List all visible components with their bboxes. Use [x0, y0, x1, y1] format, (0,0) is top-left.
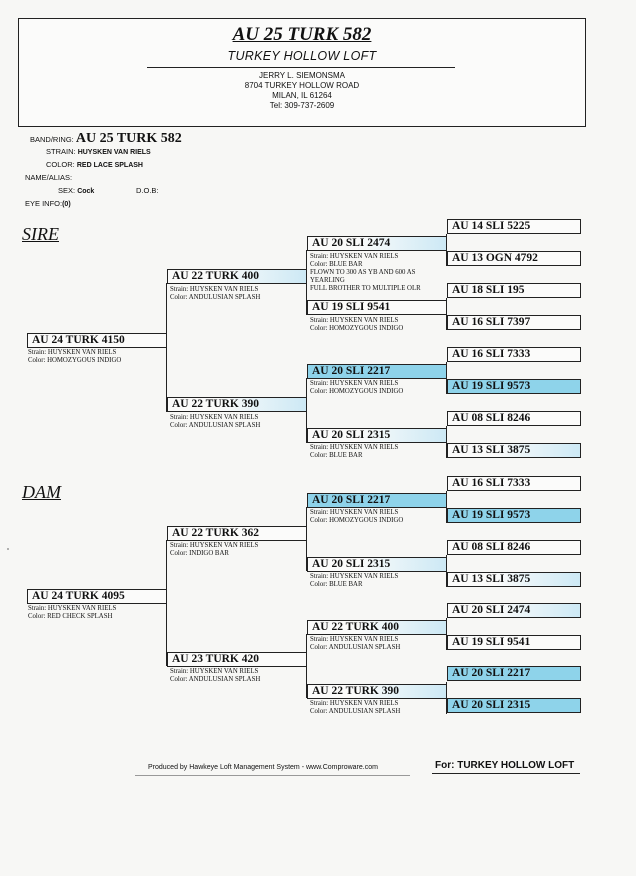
- dam-gg-3[interactable]: AU 08 SLI 8246: [447, 540, 581, 555]
- dam-color: Color: RED CHECK SPLASH: [28, 613, 113, 620]
- dob-label: D.O.B:: [136, 186, 159, 195]
- sire-g1-note-2: YEARLING: [310, 277, 345, 284]
- owner-phone: Tel: 309-737-2609: [269, 101, 335, 110]
- dam-p1-band[interactable]: AU 22 TURK 362: [167, 526, 307, 541]
- sire-g2-color: Color: HOMOZYGOUS INDIGO: [310, 325, 404, 332]
- prepared-for-rule: [432, 773, 580, 775]
- dam-g1-strain: Strain: HUYSKEN VAN RIELS: [310, 509, 399, 516]
- sire-band[interactable]: AU 24 TURK 4150: [27, 333, 167, 348]
- strain-label: STRAIN:: [46, 147, 76, 156]
- sire-strain: Strain: HUYSKEN VAN RIELS: [28, 349, 117, 356]
- owner-street: 8704 TURKEY HOLLOW ROAD: [244, 81, 360, 90]
- sex-value: Cock: [77, 188, 95, 195]
- sire-g1-band[interactable]: AU 20 SLI 2474: [307, 236, 447, 251]
- sire-gg-5[interactable]: AU 16 SLI 7333: [447, 347, 581, 362]
- sire-gg-1[interactable]: AU 14 SLI 5225: [447, 219, 581, 234]
- sire-g3-band[interactable]: AU 20 SLI 2217: [307, 364, 447, 379]
- eye-row: EYE INFO:(0): [25, 199, 71, 208]
- loft-name: TURKEY HOLLOW LOFT: [227, 49, 377, 63]
- pedigree-title: AU 25 TURK 582: [232, 24, 372, 45]
- dam-heading: DAM: [22, 482, 61, 502]
- sire-g4-color: Color: BLUE BAR: [310, 452, 363, 459]
- sire-p1-strain: Strain: HUYSKEN VAN RIELS: [170, 286, 259, 293]
- sire-gg-8[interactable]: AU 13 SLI 3875: [447, 443, 581, 458]
- dam-p2-band[interactable]: AU 23 TURK 420: [167, 652, 307, 667]
- sire-gg-7[interactable]: AU 08 SLI 8246: [447, 411, 581, 426]
- sex-row: SEX: Cock: [58, 186, 94, 195]
- dam-gg-5[interactable]: AU 20 SLI 2474: [447, 603, 581, 618]
- band-value: AU 25 TURK 582: [75, 131, 182, 146]
- dam-gg-7[interactable]: AU 20 SLI 2217: [447, 666, 581, 681]
- sire-p2-strain: Strain: HUYSKEN VAN RIELS: [170, 414, 259, 421]
- dam-g4-band[interactable]: AU 22 TURK 390: [307, 684, 447, 699]
- dam-p1-color: Color: INDIGO BAR: [170, 550, 229, 557]
- header-rule: [147, 67, 455, 68]
- eye-label: EYE INFO:: [25, 199, 63, 208]
- sire-color: Color: HOMOZYGOUS INDIGO: [28, 357, 122, 364]
- color-row: COLOR: RED LACE SPLASH: [46, 160, 143, 169]
- dam-p2-color: Color: ANDULUSIAN SPLASH: [170, 676, 261, 683]
- sire-gg-2[interactable]: AU 13 OGN 4792: [447, 251, 581, 266]
- sire-g4-strain: Strain: HUYSKEN VAN RIELS: [310, 444, 399, 451]
- dam-band[interactable]: AU 24 TURK 4095: [27, 589, 167, 604]
- sire-p1-color: Color: ANDULUSIAN SPLASH: [170, 294, 261, 301]
- sire-gg-4[interactable]: AU 16 SLI 7397: [447, 315, 581, 330]
- scan-speck: [7, 548, 9, 550]
- eye-value: (0): [62, 201, 71, 208]
- prepared-for: For: TURKEY HOLLOW LOFT: [435, 760, 575, 771]
- sire-g3-color: Color: HOMOZYGOUS INDIGO: [310, 388, 404, 395]
- footer-rule: [135, 775, 410, 776]
- sire-gg-3[interactable]: AU 18 SLI 195: [447, 283, 581, 298]
- dam-gg-6[interactable]: AU 19 SLI 9541: [447, 635, 581, 650]
- dam-p1-strain: Strain: HUYSKEN VAN RIELS: [170, 542, 259, 549]
- sire-gg-6[interactable]: AU 19 SLI 9573: [447, 379, 581, 394]
- dam-g1-color: Color: HOMOZYGOUS INDIGO: [310, 517, 404, 524]
- sire-g1-note-1: FLOWN TO 300 AS YB AND 600 AS: [310, 269, 416, 276]
- dam-gg-2[interactable]: AU 19 SLI 9573: [447, 508, 581, 523]
- sire-p2-band[interactable]: AU 22 TURK 390: [167, 397, 307, 412]
- name-label: NAME/ALIAS:: [25, 173, 73, 182]
- dam-g2-strain: Strain: HUYSKEN VAN RIELS: [310, 573, 399, 580]
- strain-row: STRAIN: HUYSKEN VAN RIELS: [46, 147, 151, 156]
- sire-p1-band[interactable]: AU 22 TURK 400: [167, 269, 307, 284]
- dam-g1-band[interactable]: AU 20 SLI 2217: [307, 493, 447, 508]
- sire-g1-color: Color: BLUE BAR: [310, 261, 363, 268]
- sire-g2-band[interactable]: AU 19 SLI 9541: [307, 300, 447, 315]
- sire-g3-strain: Strain: HUYSKEN VAN RIELS: [310, 380, 399, 387]
- produced-by: Produced by Hawkeye Loft Management Syst…: [148, 764, 378, 771]
- dam-gg-1[interactable]: AU 16 SLI 7333: [447, 476, 581, 491]
- dam-gg-4[interactable]: AU 13 SLI 3875: [447, 572, 581, 587]
- dam-strain: Strain: HUYSKEN VAN RIELS: [28, 605, 117, 612]
- dam-g3-strain: Strain: HUYSKEN VAN RIELS: [310, 636, 399, 643]
- dam-g3-band[interactable]: AU 22 TURK 400: [307, 620, 447, 635]
- sire-g1-strain: Strain: HUYSKEN VAN RIELS: [310, 253, 399, 260]
- sire-g1-note-3: FULL BROTHER TO MULTIPLE OLR: [310, 285, 421, 292]
- dam-p2-strain: Strain: HUYSKEN VAN RIELS: [170, 668, 259, 675]
- sire-g4-band[interactable]: AU 20 SLI 2315: [307, 428, 447, 443]
- color-value: RED LACE SPLASH: [76, 162, 143, 169]
- dam-gg-8[interactable]: AU 20 SLI 2315: [447, 698, 581, 713]
- owner-name: JERRY L. SIEMONSMA: [259, 71, 345, 80]
- header-box: AU 25 TURK 582 TURKEY HOLLOW LOFT JERRY …: [18, 18, 586, 127]
- dam-g3-color: Color: ANDULUSIAN SPLASH: [310, 644, 401, 651]
- sire-g2-strain: Strain: HUYSKEN VAN RIELS: [310, 317, 399, 324]
- dam-g2-color: Color: BLUE BAR: [310, 581, 363, 588]
- owner-city: MILAN, IL 61264: [272, 91, 332, 100]
- strain-value: HUYSKEN VAN RIELS: [77, 149, 151, 156]
- sire-p2-color: Color: ANDULUSIAN SPLASH: [170, 422, 261, 429]
- sire-heading: SIRE: [22, 224, 59, 244]
- dam-g4-strain: Strain: HUYSKEN VAN RIELS: [310, 700, 399, 707]
- band-row: BAND/RING: AU 25 TURK 582: [30, 131, 182, 147]
- dam-g2-band[interactable]: AU 20 SLI 2315: [307, 557, 447, 572]
- dam-g4-color: Color: ANDULUSIAN SPLASH: [310, 708, 401, 715]
- sex-label: SEX:: [58, 186, 76, 195]
- band-label: BAND/RING:: [30, 135, 74, 144]
- color-label: COLOR:: [46, 160, 75, 169]
